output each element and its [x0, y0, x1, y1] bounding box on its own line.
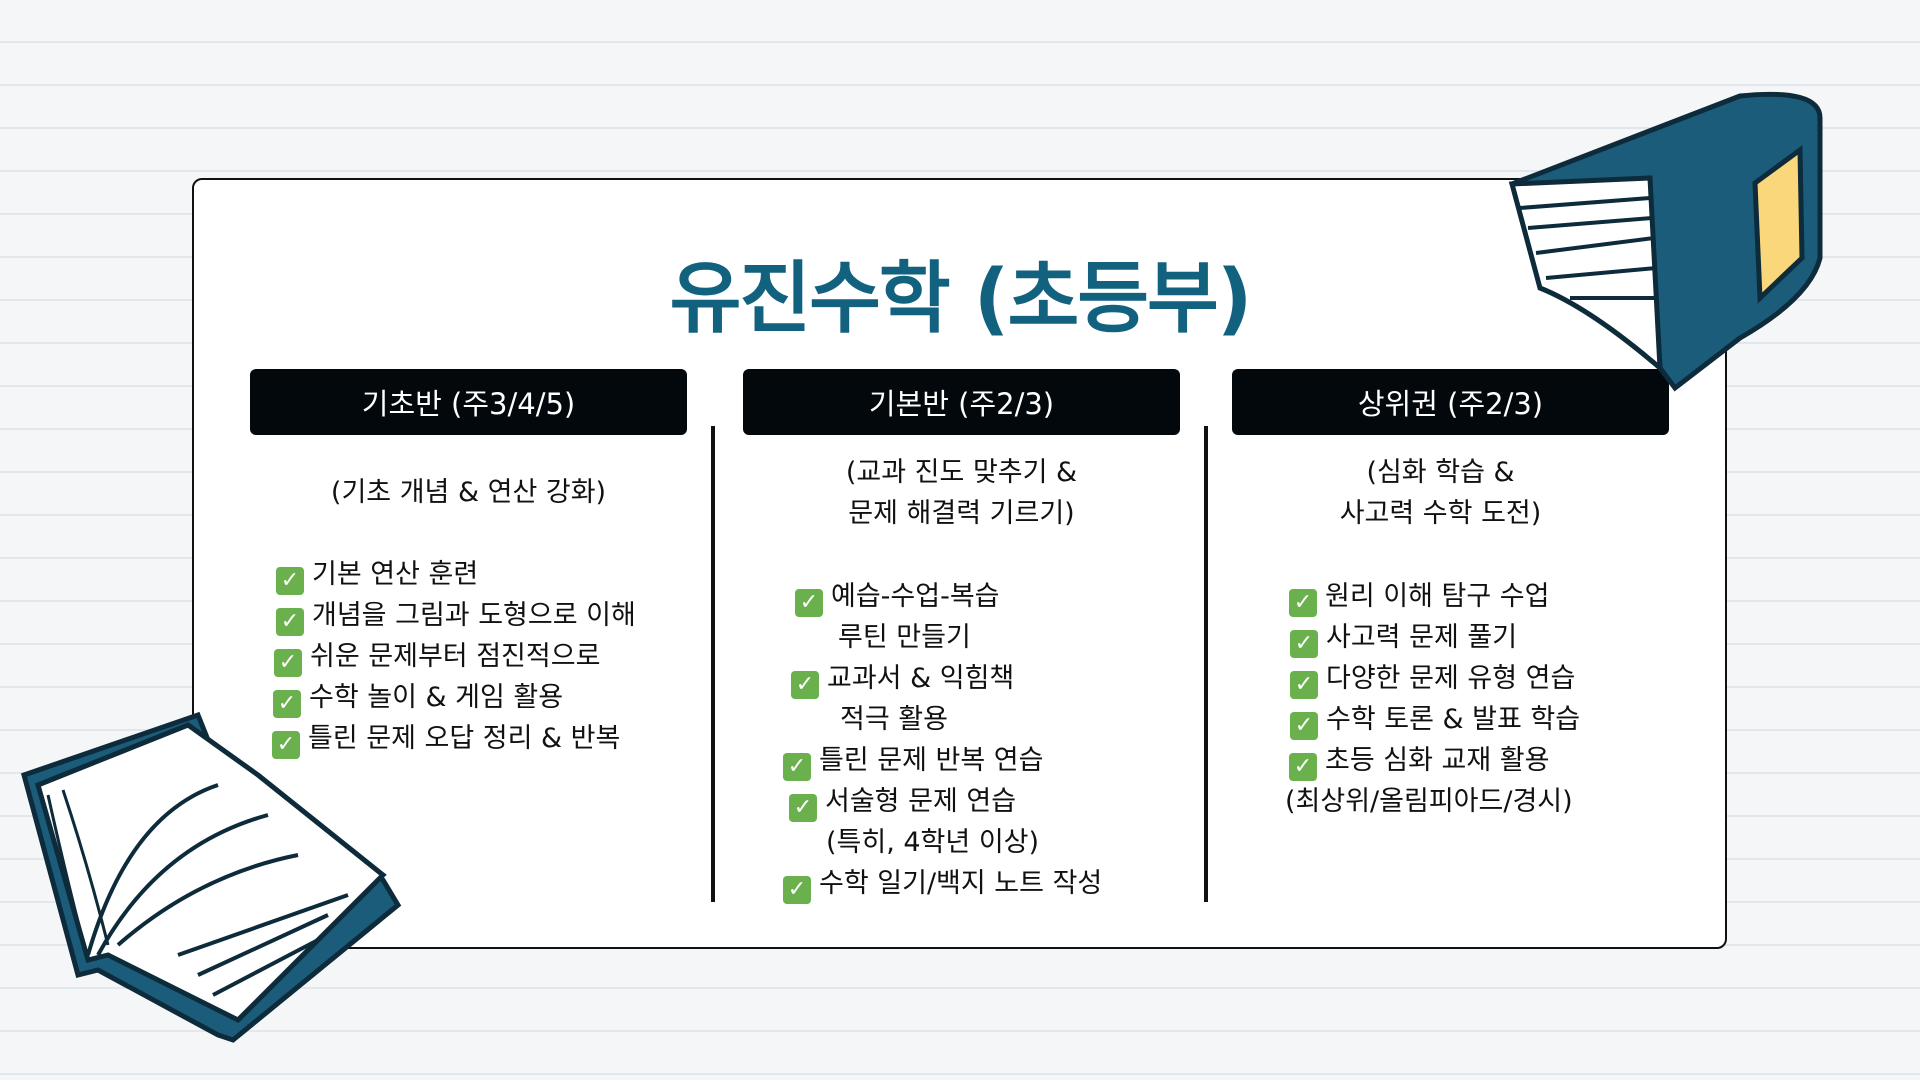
list-item: ✓수학 놀이 & 게임 활용 [273, 677, 563, 718]
list-item-continuation: (특히, 4학년 이상) [826, 827, 1040, 858]
list-item: ✓다양한 문제 유형 연습 [1290, 658, 1575, 699]
list-item: ✓초등 심화 교재 활용 [1289, 740, 1549, 781]
header-basic-foundation: 기초반 (주3/4/5) [250, 369, 687, 435]
closed-book-icon [1508, 91, 1823, 392]
list-item-continuation: 루틴 만들기 [838, 622, 971, 653]
subtitle: (기초 개념 & 연산 강화) [330, 477, 607, 508]
list-item: ✓교과서 & 익힘책 [791, 658, 1014, 699]
check-icon: ✓ [795, 589, 823, 617]
check-icon: ✓ [791, 671, 819, 699]
list-item: ✓개념을 그림과 도형으로 이해 [276, 595, 636, 636]
content-card [192, 178, 1727, 949]
check-icon: ✓ [783, 876, 811, 904]
list-item: ✓수학 토론 & 발표 학습 [1290, 699, 1580, 740]
list-item: ✓원리 이해 탐구 수업 [1289, 576, 1549, 617]
check-icon: ✓ [1289, 589, 1317, 617]
check-icon: ✓ [272, 731, 300, 759]
list-item: ✓사고력 문제 풀기 [1290, 617, 1517, 658]
list-item: ✓수학 일기/백지 노트 작성 [783, 863, 1102, 904]
column-divider [711, 426, 715, 902]
check-icon: ✓ [273, 690, 301, 718]
check-icon: ✓ [1290, 671, 1318, 699]
column-divider [1204, 426, 1208, 902]
list-item: ✓쉬운 문제부터 점진적으로 [274, 636, 600, 677]
list-item: ✓기본 연산 훈련 [276, 554, 478, 595]
check-icon: ✓ [1290, 630, 1318, 658]
check-icon: ✓ [274, 649, 302, 677]
header-basic: 기본반 (주2/3) [743, 369, 1180, 435]
check-icon: ✓ [789, 794, 817, 822]
header-advanced: 상위권 (주2/3) [1232, 369, 1669, 435]
list-item-continuation: 적극 활용 [840, 704, 948, 735]
check-icon: ✓ [276, 608, 304, 636]
list-item: ✓틀린 문제 반복 연습 [783, 740, 1043, 781]
subtitle: (교과 진도 맞추기 & [845, 457, 1078, 488]
list-item-continuation: (최상위/올림피아드/경시) [1285, 786, 1573, 817]
check-icon: ✓ [276, 567, 304, 595]
list-item: ✓틀린 문제 오답 정리 & 반복 [272, 718, 620, 759]
check-icon: ✓ [1290, 712, 1318, 740]
check-icon: ✓ [783, 753, 811, 781]
open-book-icon [20, 711, 402, 1043]
page-title: 유진수학 (초등부) [669, 254, 1253, 344]
subtitle: (심화 학습 & [1366, 457, 1515, 488]
check-icon: ✓ [1289, 753, 1317, 781]
subtitle: 사고력 수학 도전) [1339, 498, 1542, 529]
list-item: ✓예습-수업-복습 [795, 576, 1000, 617]
subtitle: 문제 해결력 기르기) [848, 498, 1075, 529]
list-item: ✓서술형 문제 연습 [789, 781, 1016, 822]
